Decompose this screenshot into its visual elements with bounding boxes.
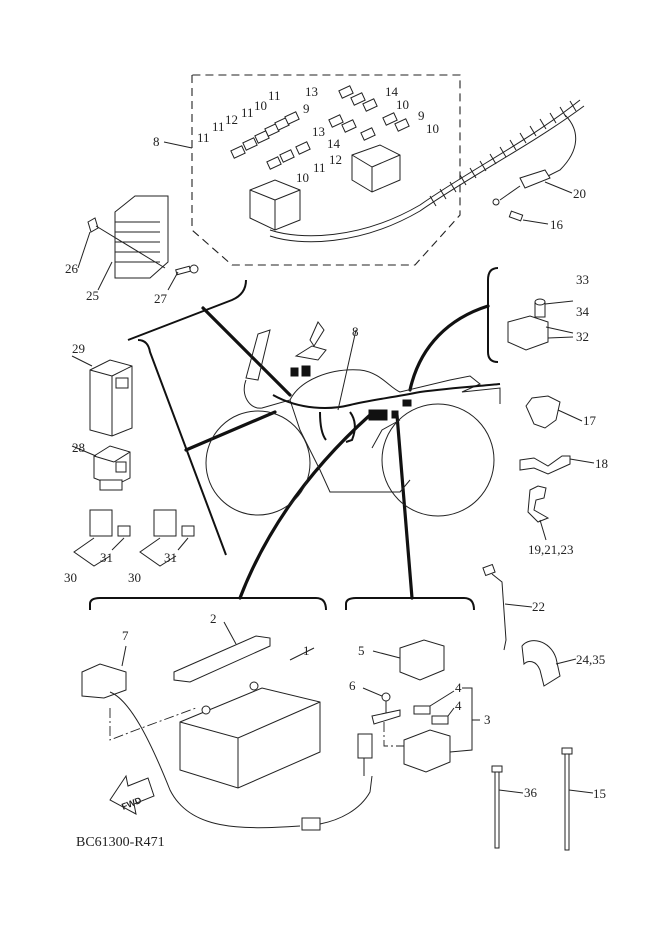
callout-5[interactable]: 5: [358, 643, 365, 658]
reference-code: BC61300-R471: [76, 835, 165, 850]
callout-10a[interactable]: 10: [254, 98, 267, 113]
callout-24-35[interactable]: 24,35: [576, 652, 605, 667]
callout-2[interactable]: 2: [210, 611, 217, 626]
callout-11e[interactable]: 11: [313, 160, 326, 175]
callout-1[interactable]: 1: [303, 643, 310, 658]
starter-relay-group: [357, 639, 480, 776]
callout-13a[interactable]: 13: [305, 84, 318, 99]
callout-31b[interactable]: 31: [164, 550, 177, 565]
callout-25[interactable]: 25: [86, 288, 99, 303]
cable-ties: [482, 563, 594, 851]
group-brackets: [89, 267, 499, 611]
callout-3[interactable]: 3: [484, 712, 491, 727]
callout-11c[interactable]: 11: [212, 119, 225, 134]
callout-30b[interactable]: 30: [128, 570, 141, 585]
callout-11b[interactable]: 11: [241, 105, 254, 120]
callout-32[interactable]: 32: [576, 329, 589, 344]
callout-18[interactable]: 18: [595, 456, 608, 471]
battery-group: [81, 621, 373, 831]
connectors: [73, 509, 195, 567]
callout-12a[interactable]: 12: [225, 112, 238, 127]
motorcycle-outline: [205, 321, 501, 517]
callout-labels: 1 2 3 4 4 5 6 7 8 8 9 9 10 10 10 10 11 1…: [64, 84, 608, 801]
fuse-set: [230, 85, 410, 170]
callout-13b[interactable]: 13: [312, 124, 325, 139]
callout-8-harness[interactable]: 8: [352, 324, 359, 339]
callout-26[interactable]: 26: [65, 261, 79, 276]
callout-6[interactable]: 6: [349, 678, 356, 693]
clamps: [519, 395, 595, 541]
relays: [71, 355, 133, 491]
callout-9a[interactable]: 9: [303, 101, 310, 116]
rectifier-regulator: [77, 195, 199, 291]
fuse-box: [249, 99, 585, 243]
callout-16[interactable]: 16: [550, 217, 564, 232]
forward-arrow-icon: FWD: [109, 774, 155, 815]
fuse-group-frame: [163, 74, 461, 266]
callout-30a[interactable]: 30: [64, 570, 77, 585]
leader-lines: [184, 304, 490, 600]
callout-22[interactable]: 22: [532, 599, 545, 614]
callout-29[interactable]: 29: [72, 341, 85, 356]
sensor-lead: [492, 114, 577, 225]
callout-34[interactable]: 34: [576, 304, 590, 319]
callout-4b[interactable]: 4: [455, 698, 462, 713]
callout-14a[interactable]: 14: [385, 84, 399, 99]
callout-4a[interactable]: 4: [455, 680, 462, 695]
callout-15[interactable]: 15: [593, 786, 606, 801]
callout-12b[interactable]: 12: [329, 152, 342, 167]
callout-10d[interactable]: 10: [296, 170, 309, 185]
callout-11a[interactable]: 11: [268, 88, 281, 103]
callout-17[interactable]: 17: [583, 413, 597, 428]
callout-7[interactable]: 7: [122, 628, 129, 643]
callout-31a[interactable]: 31: [100, 550, 113, 565]
callout-28[interactable]: 28: [72, 440, 85, 455]
callout-11d[interactable]: 11: [197, 130, 210, 145]
sensor-assembly: [507, 298, 574, 351]
callout-36[interactable]: 36: [524, 785, 538, 800]
callout-10b[interactable]: 10: [396, 97, 409, 112]
callout-19-21-23[interactable]: 19,21,23: [528, 542, 574, 557]
callout-14b[interactable]: 14: [327, 136, 341, 151]
callout-10c[interactable]: 10: [426, 121, 439, 136]
callout-8-fusebox[interactable]: 8: [153, 134, 160, 149]
callout-20[interactable]: 20: [573, 186, 586, 201]
callout-9b[interactable]: 9: [418, 108, 425, 123]
callout-27[interactable]: 27: [154, 291, 168, 306]
callout-33[interactable]: 33: [576, 272, 589, 287]
